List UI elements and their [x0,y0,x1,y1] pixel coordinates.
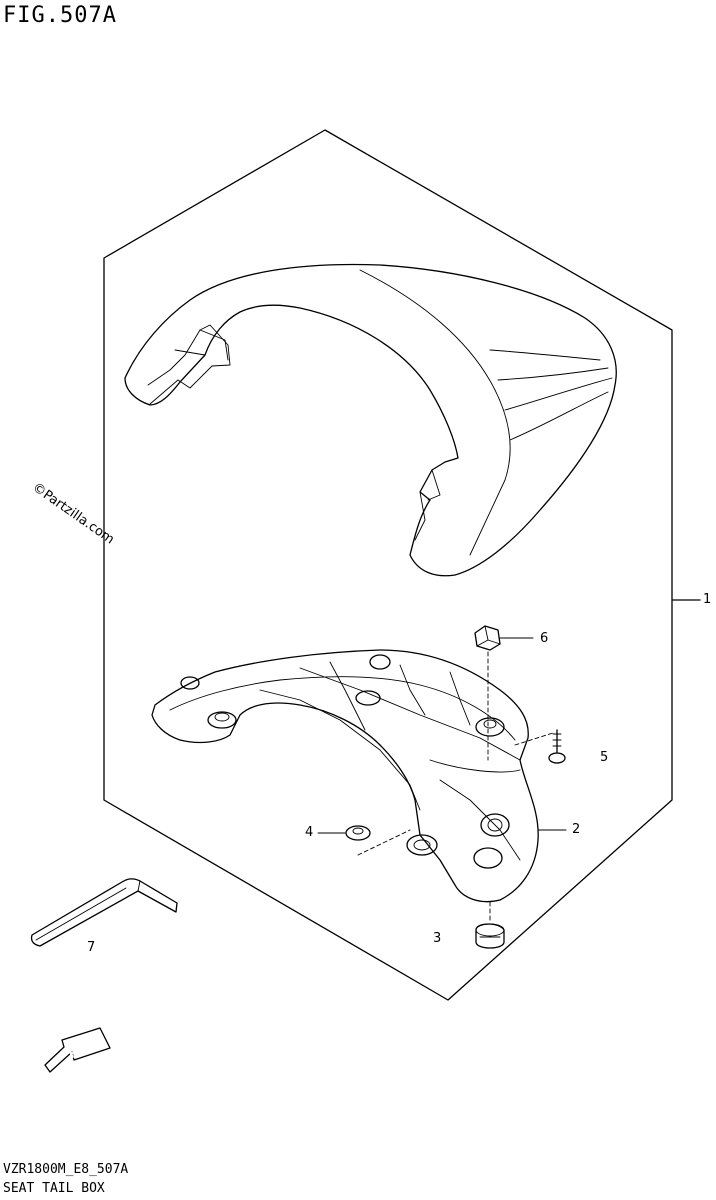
boss-lower-right [480,813,510,837]
diagram-code: VZR1800M_E8_507A [3,1162,129,1177]
callout-4: 4 [305,825,314,840]
grommet [345,825,371,841]
diagram-description: SEAT TAIL BOX [3,1181,105,1196]
figure-title: FIG.507A [3,3,117,28]
boss-center [355,690,381,706]
assembly-boundary [103,129,673,1001]
assembly-line-5 [514,732,554,746]
fwd-arrow-icon: FWD [44,1027,111,1073]
callout-2: 2 [572,822,581,837]
hex-key [30,878,178,947]
rubber-cushion [475,923,505,949]
seat-tail-cover [124,263,617,577]
assembly-line-4 [357,829,411,856]
seat-bracket [151,649,539,903]
boss-left [207,711,237,729]
callout-7: 7 [87,940,96,955]
boss-front-left [180,676,200,690]
boss-lower-left [406,834,438,856]
boss-top [369,654,391,670]
bolt [548,729,566,764]
callout-6: 6 [540,631,549,646]
boss-lower-front [473,847,503,869]
callout-1: 1 [703,592,712,607]
boss-right [475,717,505,737]
callout-5: 5 [600,750,609,765]
clip-nut [474,625,501,651]
fwd-label: FWD [66,1036,100,1062]
callout-3: 3 [433,931,442,946]
